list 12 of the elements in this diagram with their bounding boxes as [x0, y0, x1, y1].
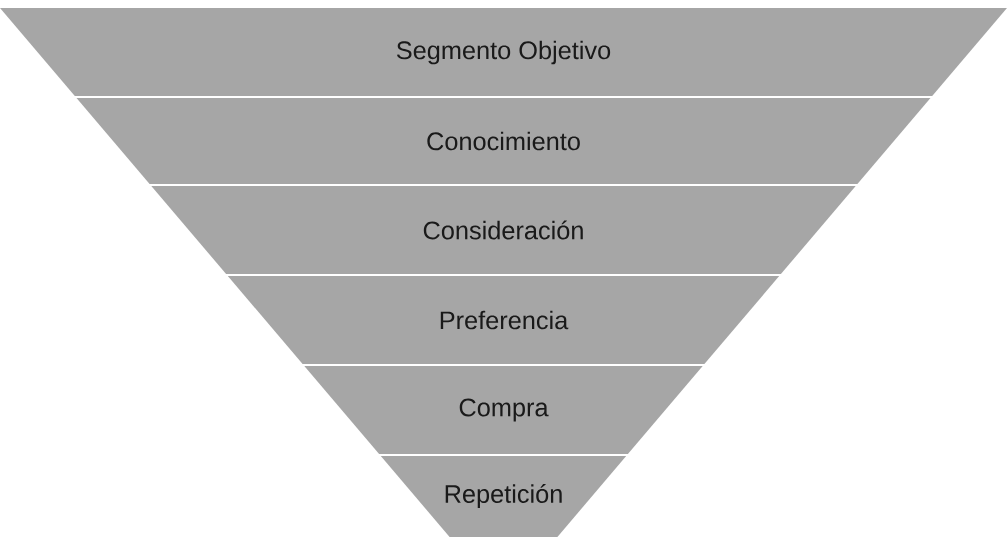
- node-label: Consideración: [423, 220, 583, 240]
- funnel-band: Segmento Objetivo: [0, 8, 1007, 96]
- funnel-band: Preferencia: [227, 276, 780, 364]
- funnel-band: Compra: [304, 366, 703, 454]
- node-label: Preferencia: [440, 310, 569, 330]
- funnel-band: Conocimiento: [76, 98, 931, 184]
- node-label: Segmento Objetivo: [396, 40, 611, 65]
- node-label: Repetición: [445, 484, 562, 508]
- funnel-band: Consideración: [151, 186, 856, 274]
- node-label: Conocimiento: [427, 131, 580, 151]
- funnel-band: Repetición: [380, 456, 627, 537]
- node-label: Compra: [459, 398, 549, 422]
